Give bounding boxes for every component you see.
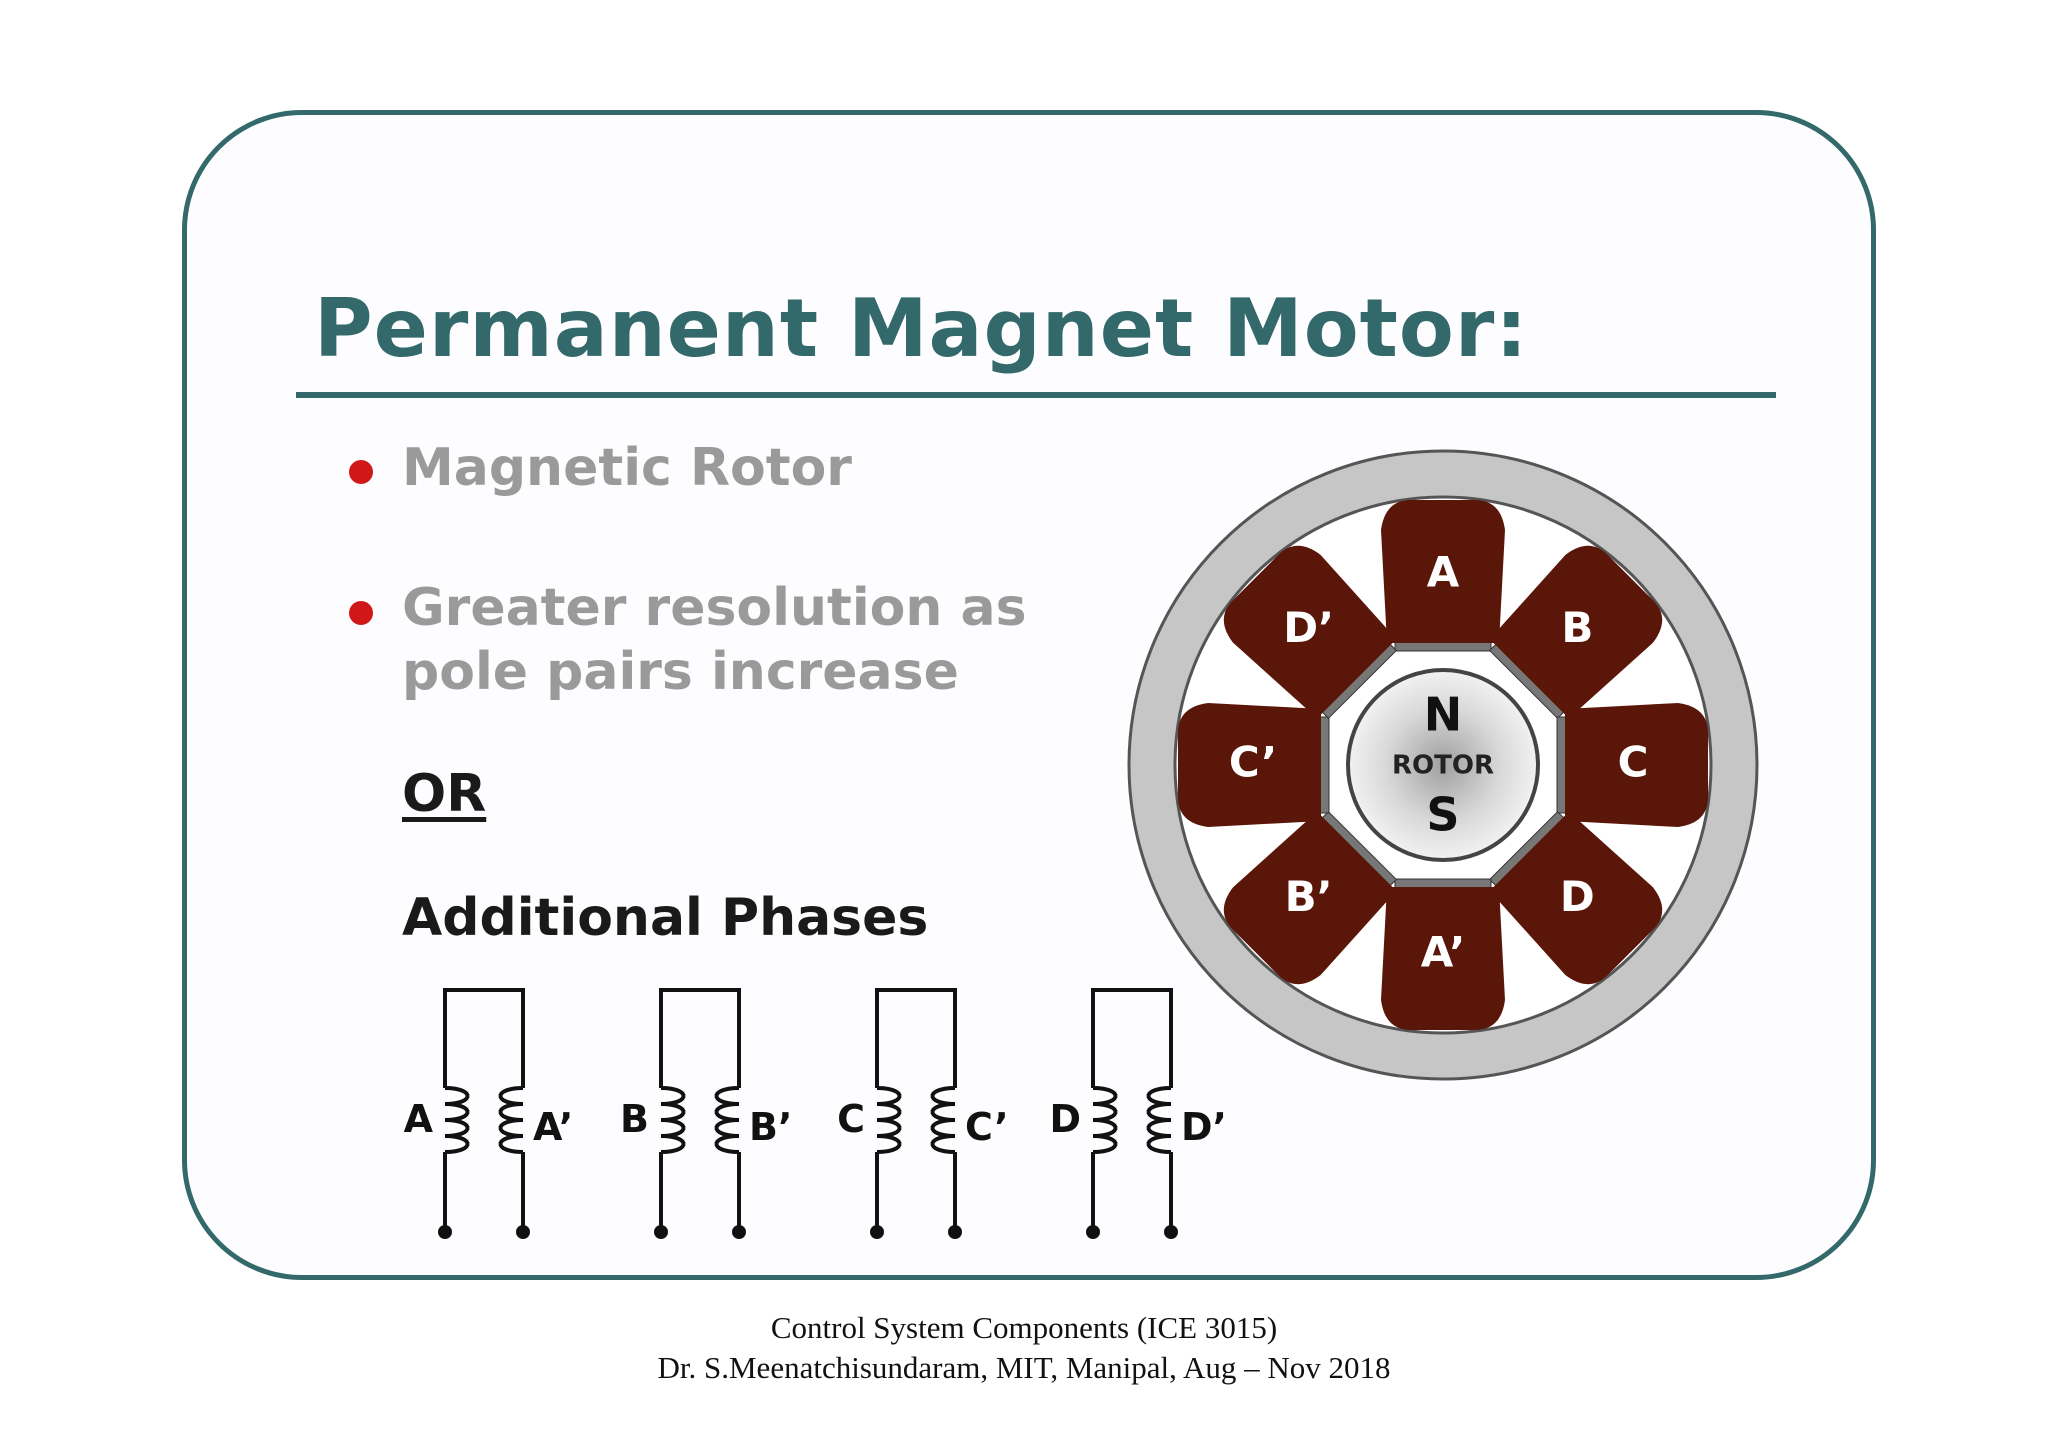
phase-coil-diagram: A A’ B B’ C C’ D D’ [404, 988, 1227, 1239]
terminal-dot [438, 1225, 452, 1239]
rotor-south-label: S [1426, 788, 1459, 842]
terminal-dot [516, 1225, 530, 1239]
coil-label: D’ [1181, 1105, 1227, 1149]
pole-winding [1489, 811, 1663, 985]
phase-coil-pair: A A’ [404, 988, 573, 1239]
coil-label: B’ [749, 1105, 792, 1149]
inductor-coil [1146, 1086, 1172, 1154]
terminal-dot [870, 1225, 884, 1239]
phase-coil-pair: D D’ [1049, 988, 1227, 1239]
coil-label: C [837, 1097, 865, 1141]
additional-phases-label: Additional Phases [402, 888, 929, 948]
pole-label: D [1560, 872, 1595, 921]
phase-coil-pair: B B’ [620, 988, 792, 1239]
rotor-north-label: N [1424, 688, 1463, 742]
coil-label: A’ [533, 1105, 573, 1149]
pole-label: D’ [1283, 603, 1334, 652]
coil-label: C’ [965, 1105, 1009, 1149]
or-label: OR [402, 764, 487, 824]
pole-label: B [1561, 603, 1593, 652]
pole-winding [1565, 703, 1708, 827]
coil-label: A [404, 1097, 434, 1141]
terminal-dot [1086, 1225, 1100, 1239]
pole-label: C’ [1229, 738, 1277, 787]
stator-pole [1223, 810, 1398, 985]
bullet-line: Magnetic Rotor [402, 438, 852, 498]
stator-pole [1488, 545, 1663, 720]
bullet-resolution: Greater resolution as pole pairs increas… [402, 576, 1027, 704]
pole-winding [1381, 887, 1505, 1030]
stator-pole [1556, 703, 1708, 827]
inductor-coil [714, 1086, 740, 1154]
bullet-dot-icon [349, 460, 373, 484]
pole-label: C [1618, 738, 1649, 787]
pole-winding [1223, 811, 1397, 985]
bullet-dot-icon [349, 601, 373, 625]
rotor [1346, 668, 1540, 862]
coil-wire [875, 988, 957, 1230]
coil-label: B [620, 1097, 649, 1141]
pole-winding [1489, 545, 1663, 719]
bullet-magnetic-rotor: Magnetic Rotor [402, 436, 852, 500]
pole-label: B’ [1285, 872, 1333, 921]
inductor-coil [660, 1086, 686, 1154]
bullet-line: Greater resolution as [402, 578, 1027, 638]
pole-label: A’ [1421, 928, 1466, 977]
footer-course: Control System Components (ICE 3015) [770, 1310, 1278, 1345]
stator-pole [1381, 500, 1505, 652]
pole-winding [1223, 545, 1397, 719]
stator-pole [1488, 810, 1663, 985]
coil-wire [1091, 988, 1173, 1230]
coil-label: D [1049, 1097, 1081, 1141]
motor-diagram: A B C D A’ B’ C’ D’ N ROTOR S [1127, 449, 1759, 1081]
inductor-coil [444, 1086, 470, 1154]
terminal-dot [654, 1225, 668, 1239]
stator-pole [1178, 703, 1330, 827]
slide-title: Permanent Magnet Motor: [314, 282, 1529, 375]
terminal-dot [948, 1225, 962, 1239]
inductor-coil [498, 1086, 524, 1154]
bullet-line: pole pairs increase [402, 642, 959, 702]
pole-winding [1381, 500, 1505, 643]
stator-pole [1223, 545, 1398, 720]
coil-wire [659, 988, 741, 1230]
pole-winding [1178, 703, 1321, 827]
inductor-coil [876, 1086, 902, 1154]
rotor-label: ROTOR [1392, 751, 1494, 781]
footer-author: Dr. S.Meenatchisundaram, MIT, Manipal, A… [657, 1350, 1391, 1385]
terminal-dot [1164, 1225, 1178, 1239]
pole-label: A [1427, 548, 1460, 597]
stator-pole [1381, 878, 1505, 1030]
inductor-coil [1092, 1086, 1118, 1154]
inductor-coil [930, 1086, 956, 1154]
phase-coil-pair: C C’ [837, 988, 1009, 1239]
title-underline [296, 392, 1776, 398]
coil-wire [443, 988, 525, 1230]
terminal-dot [732, 1225, 746, 1239]
